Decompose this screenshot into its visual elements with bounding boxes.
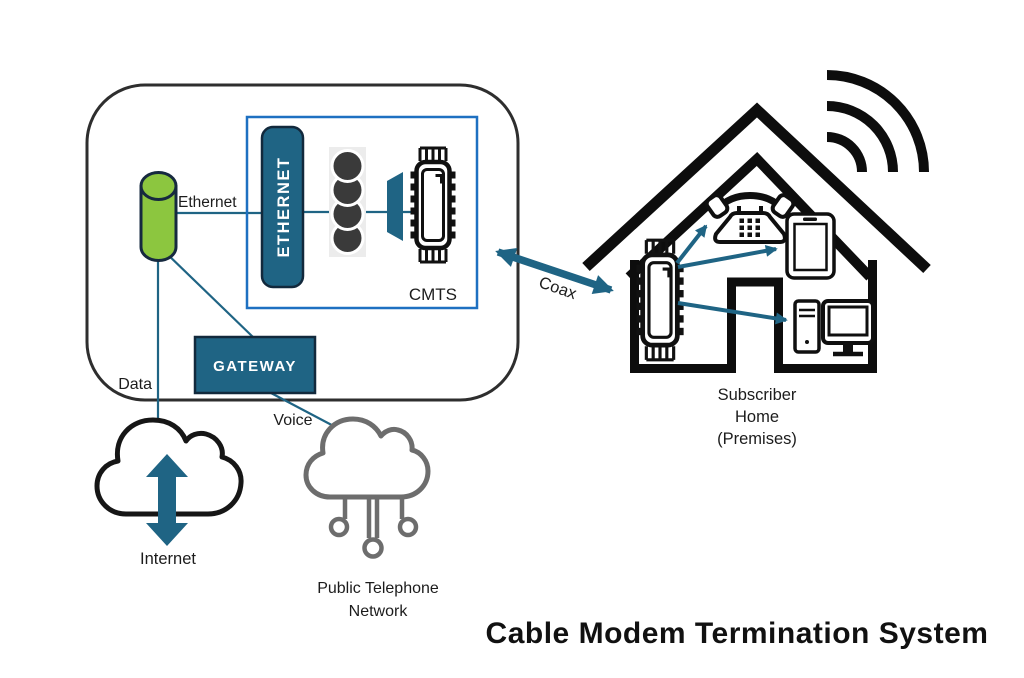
subscriber-label-line2: Home	[735, 408, 779, 426]
telephone-keypad	[739, 218, 760, 237]
ethernet-label: Ethernet	[178, 194, 237, 211]
ptn-label-line1: Public Telephone	[317, 580, 439, 597]
cable-modem-icon	[636, 240, 683, 360]
cmts-chip-icon	[411, 148, 456, 262]
ptn-label-line2: Network	[349, 603, 409, 620]
subscriber-label-line3: (Premises)	[717, 430, 797, 448]
desktop-computer-icon	[793, 299, 875, 357]
subscriber-label-line1: Subscriber	[718, 386, 797, 404]
cmts-label: CMTS	[409, 285, 457, 304]
house-walls	[630, 260, 877, 373]
internet-label: Internet	[140, 550, 196, 568]
ethernet-card-label: ETHERNET	[275, 157, 293, 258]
modem-to-smartphone-arrow	[677, 244, 778, 269]
telephone-icon	[704, 192, 796, 244]
gateway-label: GATEWAY	[213, 358, 297, 375]
cmts-box	[245, 115, 479, 310]
diagram-title: Cable Modem Termination System	[486, 617, 989, 650]
modem-to-phone-arrow	[675, 224, 708, 265]
cylinder-to-gateway-line	[162, 249, 255, 339]
modem-to-computer-arrow	[677, 301, 788, 325]
ethernet-card-body	[260, 125, 305, 289]
up-down-arrow-icon	[146, 454, 188, 546]
smartphone-icon	[785, 212, 836, 280]
voice-label: Voice	[273, 412, 312, 429]
coax-arrow	[495, 247, 614, 295]
roof-outer	[582, 102, 931, 274]
wifi-icon	[826, 70, 929, 173]
telephone-network-icon	[303, 416, 431, 559]
ethernet-card: ETHERNET	[260, 125, 305, 289]
modem-device-arrows	[675, 224, 788, 325]
connector-panel-icon	[387, 172, 403, 241]
subscriber-home-icon: Subscriber Home (Premises)	[582, 70, 931, 448]
port-stack-icon	[329, 147, 366, 257]
gateway-box: GATEWAY	[193, 335, 317, 395]
gateway-box-body	[193, 335, 317, 395]
ethernet-cylinder-icon	[139, 171, 178, 262]
internet-cloud-icon	[94, 417, 244, 546]
data-label: Data	[118, 376, 152, 393]
